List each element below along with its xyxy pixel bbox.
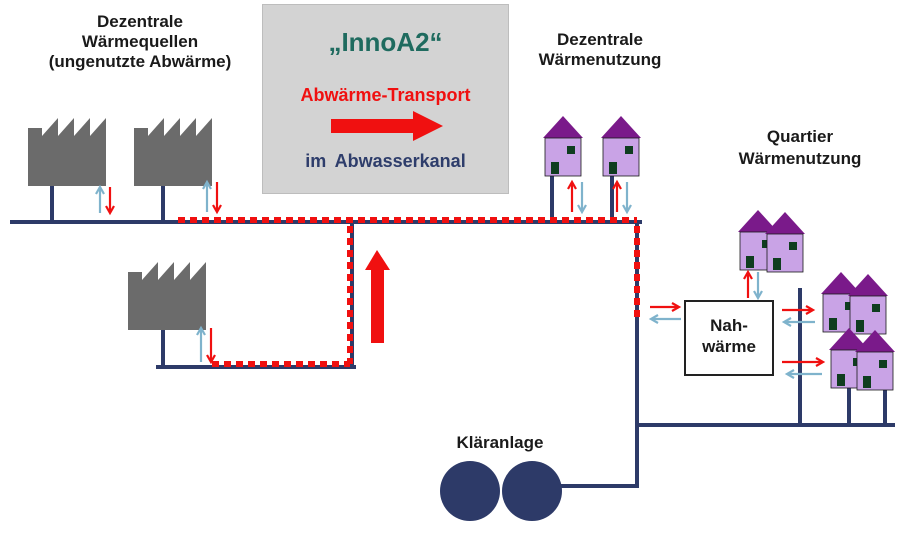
arrow-right-icon xyxy=(331,111,443,141)
treatment-plant-label-text: Kläranlage xyxy=(456,433,544,452)
house-icon xyxy=(764,211,806,273)
district-use-label-line: Wärmenutzung xyxy=(738,149,862,168)
decentral-use-label-line: Dezentrale xyxy=(557,30,643,49)
factory-icon xyxy=(134,118,212,186)
house-icon xyxy=(542,115,584,177)
factory-icon xyxy=(28,118,106,186)
arrow-up-icon xyxy=(365,250,390,343)
channel-label: im Abwasserkanal xyxy=(305,151,466,171)
factory-icon xyxy=(128,262,206,330)
project-title: „InnoA2“ xyxy=(328,27,443,57)
local-heating-arrows xyxy=(648,302,826,379)
treatment-plant-icon xyxy=(440,461,562,521)
house-icon xyxy=(854,329,896,391)
local-heating-line: Nah- xyxy=(710,316,748,335)
house-icon xyxy=(847,273,889,335)
sewer-network xyxy=(10,176,895,488)
sources-label-line: (ungenutzte Abwärme) xyxy=(48,52,232,71)
sources-label: Dezentrale Wärmequellen (ungenutzte Abwä… xyxy=(28,12,252,72)
district-use-label-line: Quartier xyxy=(766,127,834,146)
decentral-use-label: Dezentrale Wärmenutzung xyxy=(520,30,680,70)
house-icon xyxy=(600,115,642,177)
heat-exchange-arrows xyxy=(95,179,763,365)
transport-label: Abwärme-Transport xyxy=(300,85,471,105)
sources-label-line: Dezentrale xyxy=(97,12,183,31)
sources-label-line: Wärmequellen xyxy=(81,32,199,51)
local-heating-box: Nah- wärme xyxy=(684,300,774,376)
treatment-plant-label: Kläranlage xyxy=(430,433,570,453)
district-use-label: Quartier Wärmenutzung xyxy=(720,126,880,170)
decentral-use-label-line: Wärmenutzung xyxy=(538,50,662,69)
local-heating-line: wärme xyxy=(702,337,756,356)
title-box: „InnoA2“ Abwärme-Transport im Abwasserka… xyxy=(262,4,509,194)
